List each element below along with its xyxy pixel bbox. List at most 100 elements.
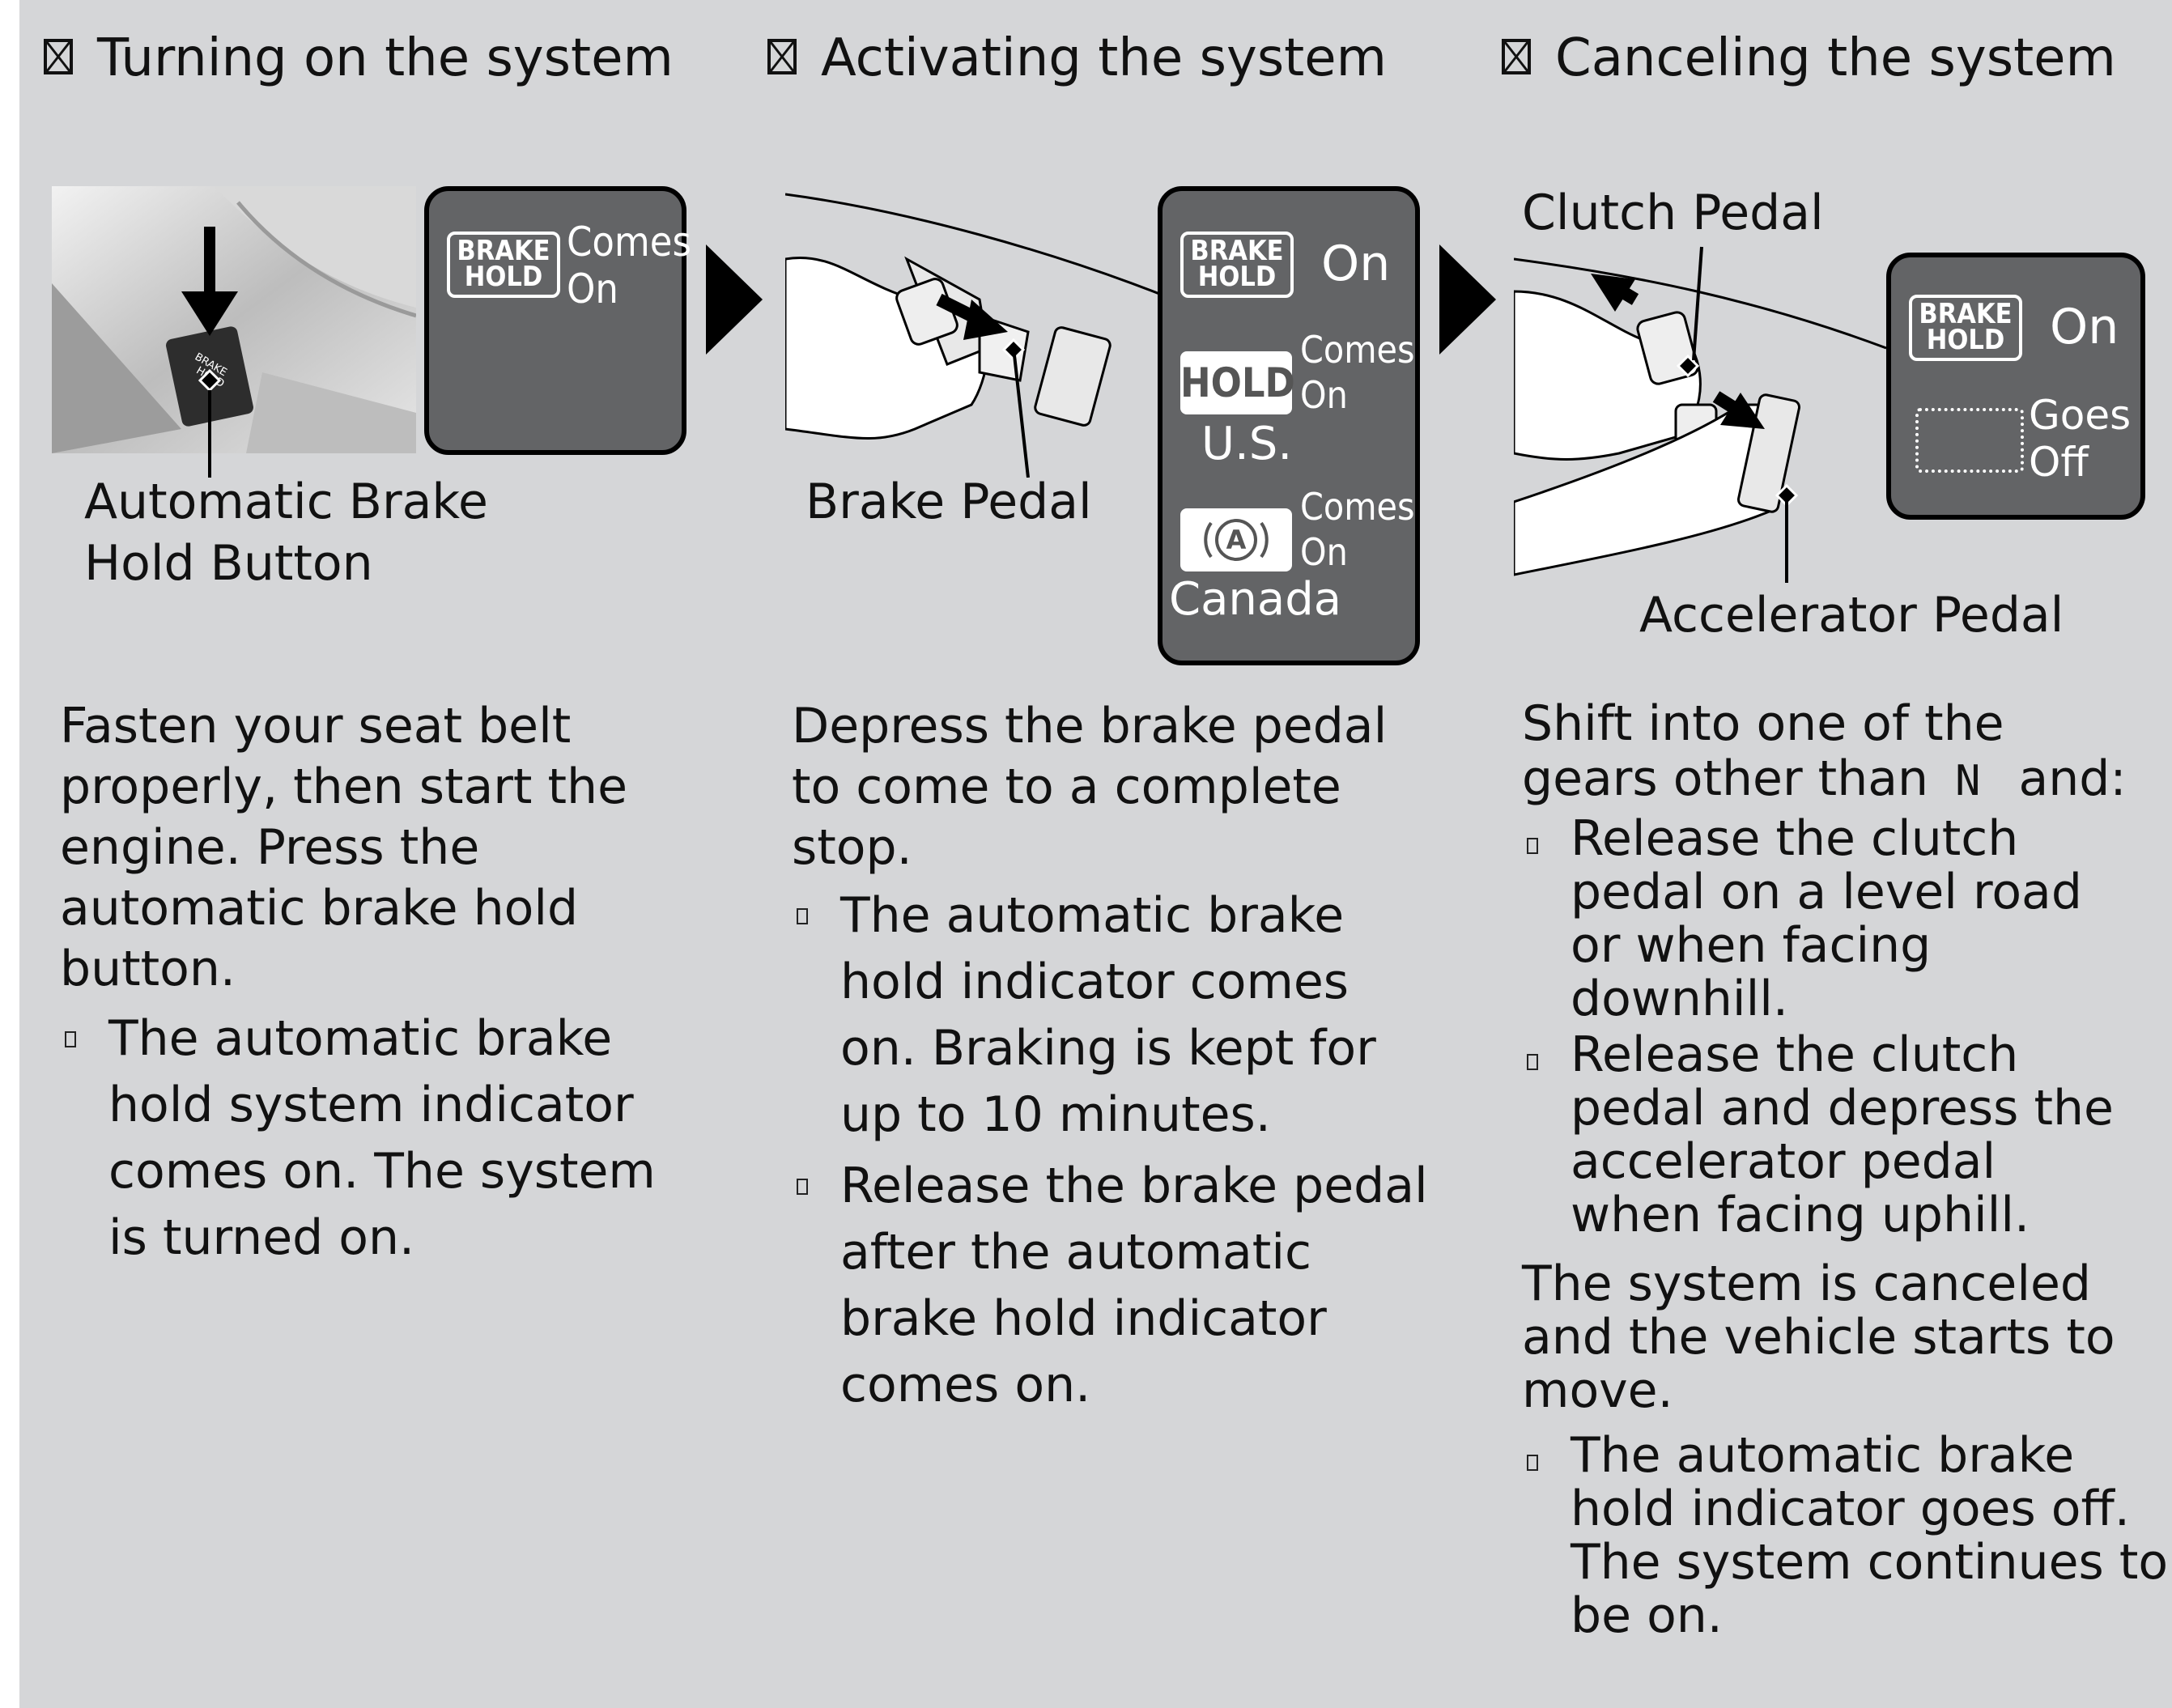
- indicator-text: BRAKE: [1919, 298, 2013, 330]
- status-line: Comes: [567, 219, 691, 266]
- text-line: to come to a complete: [792, 758, 1341, 815]
- text-line: The system continues to: [1571, 1534, 2169, 1591]
- status-text: Comes On: [567, 219, 691, 312]
- callout-clutch-pedal: Clutch Pedal: [1522, 185, 1824, 241]
- text-line: The automatic brake: [108, 1010, 613, 1067]
- status-line: Comes: [1300, 328, 1415, 372]
- status-line: Off: [2029, 439, 2089, 486]
- bullet-item: Release the clutch pedal on a level road…: [1522, 812, 2082, 1026]
- indicator-text: HOLD: [1197, 261, 1277, 293]
- section-heading: Canceling the system: [1502, 24, 2116, 92]
- text-line: stop.: [792, 819, 912, 876]
- text-line: Fasten your seat belt: [60, 698, 572, 754]
- callout-accelerator-pedal: Accelerator Pedal: [1639, 587, 2064, 644]
- indicator-text: BRAKE: [1190, 235, 1284, 267]
- text-line: be on.: [1571, 1587, 1723, 1644]
- text-line: The automatic brake: [1571, 1427, 2075, 1484]
- text-line: up to 10 minutes.: [840, 1086, 1271, 1143]
- indicator-text: BRAKE: [457, 235, 550, 267]
- text-fragment: and:: [2018, 750, 2127, 807]
- step-marker-icon: [44, 39, 73, 74]
- text-line: The system is canceled: [1522, 1256, 2092, 1312]
- callout-automatic-brake-hold-button: Automatic Brake Hold Button: [84, 471, 488, 594]
- instruction-text: Depress the brake pedal to come to a com…: [792, 696, 1387, 878]
- text-line: hold indicator comes: [840, 954, 1350, 1010]
- status-text: Comes On: [1300, 484, 1415, 575]
- bullet-item: Release the brake pedal after the automa…: [792, 1153, 1428, 1418]
- indicator-off-outline: [1915, 408, 2024, 473]
- text-line: is turned on.: [108, 1209, 415, 1266]
- brake-hold-indicator-icon: BRAKE HOLD: [447, 232, 560, 298]
- status-text: On: [2050, 299, 2119, 355]
- instruction-text: The system is canceled and the vehicle s…: [1522, 1257, 2115, 1417]
- text-line: or when facing: [1571, 917, 1932, 974]
- hold-indicator-icon: HOLD: [1180, 351, 1295, 414]
- callout-text: Automatic Brake: [84, 474, 488, 530]
- text-line: on. Braking is kept for: [840, 1020, 1376, 1077]
- section-canceling: Canceling the system Clutch Pedal BRAKE …: [1490, 0, 2172, 1708]
- step-marker-icon: [1502, 39, 1531, 74]
- pedals-illustration: [1514, 246, 1886, 583]
- text-line: after the automatic: [840, 1224, 1311, 1281]
- heading-text: Activating the system: [821, 28, 1387, 88]
- text-line: when facing uphill.: [1571, 1187, 2030, 1243]
- gear-n-label: N: [1955, 757, 1981, 805]
- section-turning-on: Turning on the system BRAKE HOLD Automat…: [19, 0, 732, 1708]
- section-heading: Turning on the system: [44, 24, 674, 92]
- heading-text: Turning on the system: [97, 28, 674, 88]
- text-line: pedal on a level road: [1571, 864, 2082, 920]
- instruction-text: Shift into one of the gears other than N…: [1522, 696, 2127, 809]
- text-line: automatic brake hold: [60, 880, 579, 937]
- text-fragment: gears other than: [1522, 750, 1929, 807]
- console-illustration: BRAKE HOLD: [52, 186, 416, 453]
- heading-text: Canceling the system: [1555, 28, 2116, 88]
- dashboard-display: BRAKE HOLD On Goes Off: [1886, 253, 2145, 520]
- bullet-item: The automatic brake hold indicator goes …: [1522, 1429, 2168, 1642]
- text-line: move.: [1522, 1362, 1673, 1419]
- text-line: Release the brake pedal: [840, 1158, 1428, 1214]
- indicator-text: HOLD: [464, 261, 543, 293]
- text-line: engine. Press the: [60, 819, 480, 876]
- indicator-text: HOLD: [1926, 324, 2005, 356]
- section-heading: Activating the system: [767, 24, 1387, 92]
- brake-hold-indicator-icon: BRAKE HOLD: [1180, 232, 1294, 298]
- text-line: gears other than N and:: [1522, 751, 2127, 809]
- text-line: and the vehicle starts to: [1522, 1309, 2115, 1366]
- instruction-text: Fasten your seat belt properly, then sta…: [60, 696, 627, 1000]
- status-line: On: [567, 266, 618, 312]
- text-line: hold indicator goes off.: [1571, 1481, 2130, 1537]
- region-label: Canada: [1169, 573, 1342, 626]
- text-line: accelerator pedal: [1571, 1133, 1996, 1190]
- status-text: Goes Off: [2029, 392, 2131, 486]
- text-line: Shift into one of the: [1522, 695, 2004, 752]
- status-line: Comes: [1300, 485, 1415, 529]
- callout-text: Hold Button: [84, 535, 373, 592]
- text-line: button.: [60, 941, 236, 997]
- text-line: hold system indicator: [108, 1077, 634, 1133]
- text-line: comes on.: [840, 1357, 1091, 1413]
- text-line: brake hold indicator: [840, 1290, 1327, 1347]
- brake-hold-indicator-icon: BRAKE HOLD: [1909, 295, 2022, 361]
- step-arrow-icon: [1439, 244, 1496, 355]
- callout-brake-pedal: Brake Pedal: [805, 474, 1092, 530]
- svg-text:A: A: [1226, 525, 1247, 555]
- status-line: On: [1300, 530, 1348, 574]
- bullet-item: Release the clutch pedal and depress the…: [1522, 1028, 2114, 1242]
- bullet-item: The automatic brake hold indicator comes…: [792, 882, 1376, 1148]
- status-text: On: [1321, 236, 1391, 292]
- step-marker-icon: [767, 39, 797, 74]
- callout-line: [208, 453, 211, 478]
- status-text: Comes On: [1300, 327, 1415, 418]
- step-arrow-icon: [706, 244, 763, 355]
- text-line: downhill.: [1571, 971, 1789, 1027]
- section-activating: Activating the system Brake Pedal BRAKE …: [753, 0, 1465, 1708]
- region-label: U.S.: [1201, 418, 1293, 470]
- text-line: Release the clutch: [1571, 810, 2019, 867]
- status-line: Goes: [2029, 392, 2132, 439]
- text-line: Release the clutch: [1571, 1026, 2019, 1083]
- text-line: comes on. The system: [108, 1143, 656, 1200]
- text-line: pedal and depress the: [1571, 1080, 2114, 1137]
- dashboard-display: BRAKE HOLD Comes On: [424, 186, 691, 455]
- auto-hold-a-indicator-icon: A: [1180, 508, 1292, 571]
- dashboard-display: BRAKE HOLD On HOLD Comes On U.S. A Comes…: [1158, 186, 1420, 665]
